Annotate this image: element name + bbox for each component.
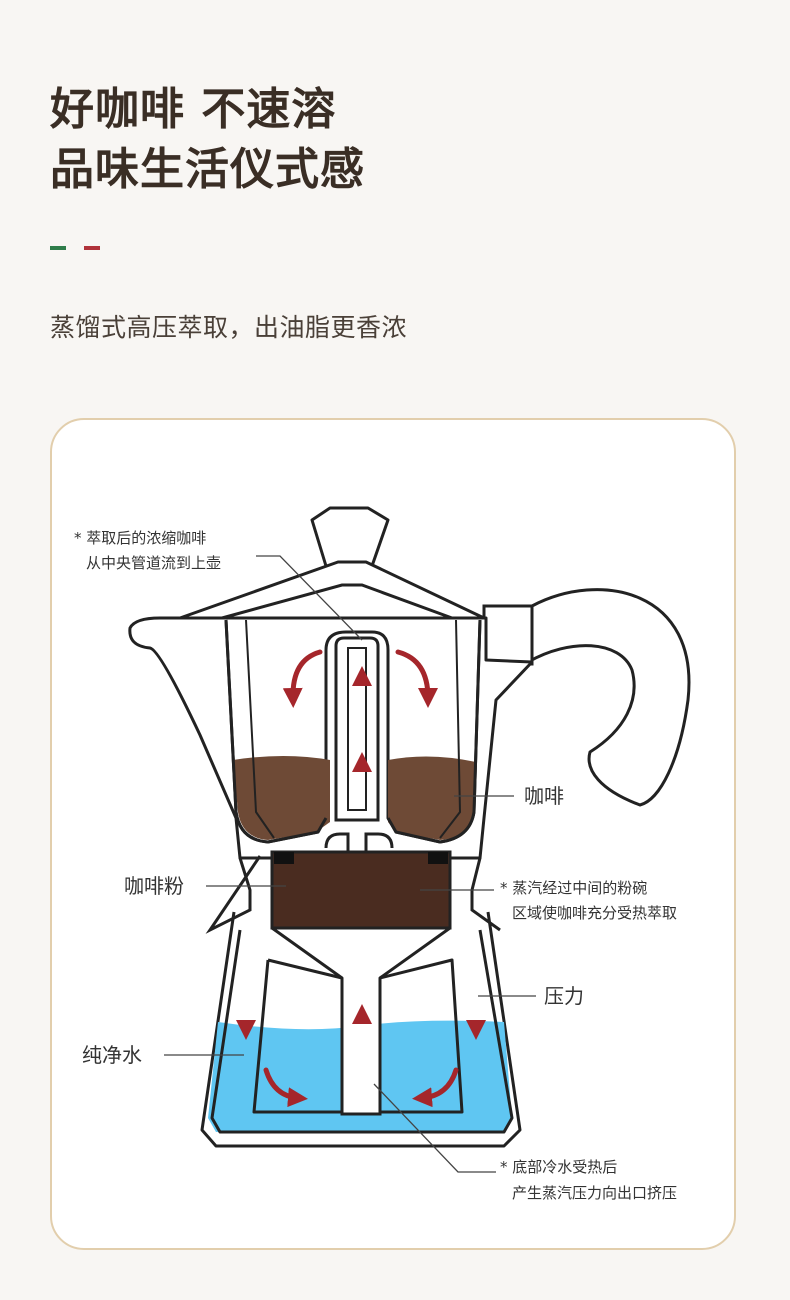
- headline-line-2: 品味生活仪式感: [50, 144, 365, 195]
- note-top-line-1: * 萃取后的浓缩咖啡: [74, 529, 206, 547]
- basket-clip-left: [274, 852, 294, 864]
- flow-arrow-upper-right: [395, 649, 438, 708]
- headline: 好咖啡 不速溶 品味生活仪式感: [50, 80, 365, 200]
- headline-line-1: 好咖啡 不速溶: [50, 84, 337, 135]
- inner-fold-lines: [245, 619, 462, 839]
- note-top-line-2: 从中央管道流到上壶: [86, 554, 221, 572]
- lower-chamber-inner: [210, 929, 514, 1134]
- flow-arrow-lower-left-curve: [263, 1067, 308, 1108]
- lower-chamber-body: [200, 911, 522, 1148]
- label-coffee: 咖啡: [524, 784, 564, 808]
- filter-bumps: [324, 832, 394, 852]
- label-water: 纯净水: [82, 1043, 142, 1067]
- note-steam-line-2: 区域使咖啡充分受热萃取: [512, 904, 677, 922]
- subtitle: 蒸馏式高压萃取，出油脂更香浓: [50, 313, 408, 342]
- central-tube: [334, 636, 380, 822]
- flow-arrow-upper-left: [282, 649, 323, 708]
- note-bottom-line-2: 产生蒸汽压力向出口挤压: [512, 1184, 677, 1202]
- coffee-liquid-left: [233, 756, 330, 840]
- handle-collar: [482, 604, 534, 666]
- coffee-glass-right-outline: [386, 619, 482, 844]
- pot-handle: [482, 588, 691, 807]
- leader-line-bottom-note: [373, 1083, 496, 1173]
- coffee-glass-left-outline: [224, 619, 328, 844]
- funnel-skirt: [252, 958, 464, 1114]
- coffee-liquid-right: [388, 756, 476, 840]
- basket-clip-right: [428, 852, 448, 864]
- coffee-powder-basket: [270, 850, 452, 930]
- note-steam-line-1: * 蒸汽经过中间的粉碗: [500, 879, 647, 897]
- note-bottom-line-1: * 底部冷水受热后: [500, 1158, 617, 1176]
- flag-stripe-red: [84, 246, 100, 250]
- label-coffee-powder: 咖啡粉: [124, 874, 184, 898]
- central-tube-inner: [347, 647, 367, 811]
- flag-stripe-green: [50, 246, 66, 250]
- label-pressure: 压力: [544, 984, 584, 1008]
- flow-arrow-lower-right-curve: [412, 1067, 459, 1108]
- middle-waist: [205, 855, 501, 934]
- leader-line-top-note: [256, 555, 363, 641]
- lid-rim-line: [221, 583, 453, 620]
- lid-knob: [310, 506, 390, 568]
